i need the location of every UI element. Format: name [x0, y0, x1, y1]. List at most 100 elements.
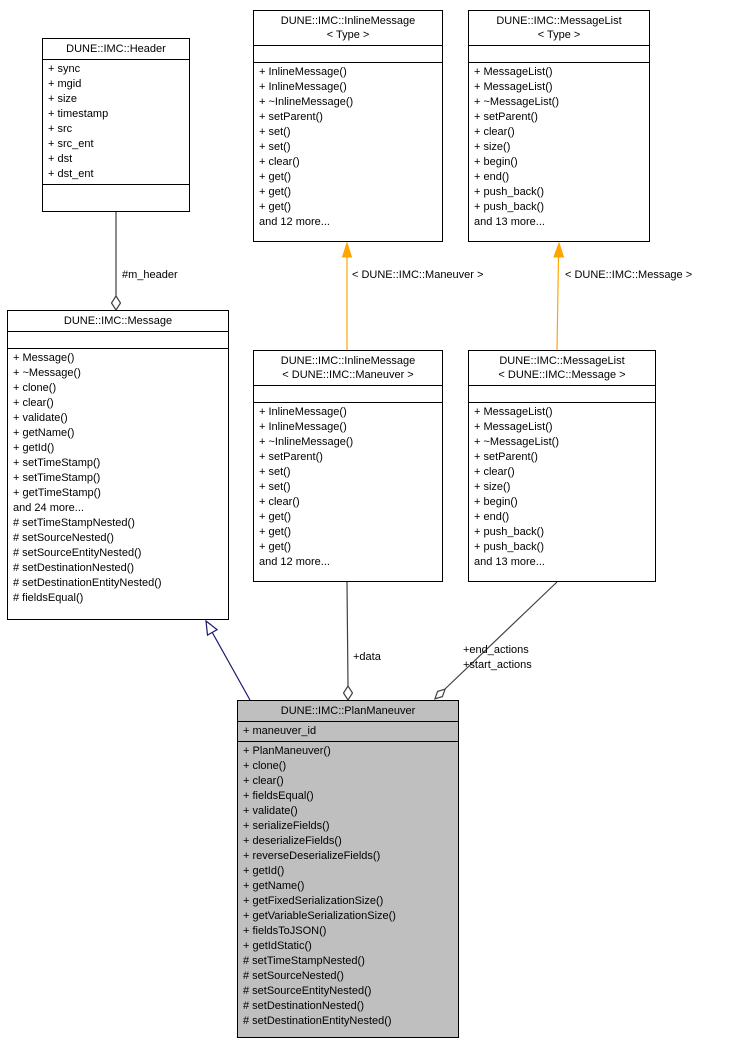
member-row: + get() — [259, 526, 292, 538]
member-row: + get() — [259, 541, 292, 553]
class-title[interactable]: DUNE::IMC::Message — [8, 311, 228, 332]
class-box-message-list-message[interactable]: DUNE::IMC::MessageList < DUNE::IMC::Mess… — [468, 350, 656, 582]
class-title[interactable]: DUNE::IMC::PlanManeuver — [238, 701, 458, 722]
class-fields — [254, 386, 442, 403]
class-fields — [469, 46, 649, 63]
member-row: + setTimeStamp() — [13, 472, 101, 484]
class-title[interactable]: DUNE::IMC::InlineMessage < DUNE::IMC::Ma… — [254, 351, 442, 386]
member-row: + getTimeStamp() — [13, 487, 101, 499]
member-row: and 12 more... — [259, 216, 330, 228]
member-row: + get() — [259, 511, 292, 523]
member-row: + validate() — [243, 805, 298, 817]
member-row: + ~MessageList() — [474, 96, 559, 108]
member-row: + set() — [259, 126, 291, 138]
member-row: + Message() — [13, 352, 75, 364]
member-row: + begin() — [474, 156, 518, 168]
member-row: + push_back() — [474, 186, 545, 198]
member-row: + reverseDeserializeFields() — [243, 850, 381, 862]
member-row: # fieldsEqual() — [13, 592, 84, 604]
member-row: + MessageList() — [474, 421, 553, 433]
class-methods: + PlanManeuver()+ clone()+ clear()+ fiel… — [238, 742, 458, 1037]
member-row: + deserializeFields() — [243, 835, 342, 847]
member-row: and 24 more... — [13, 502, 84, 514]
member-row: + ~MessageList() — [474, 436, 559, 448]
member-row: + InlineMessage() — [259, 421, 347, 433]
class-fields — [469, 386, 655, 403]
edge-label-end-actions: +end_actions — [463, 644, 529, 656]
edge-label-data: +data — [353, 651, 381, 663]
member-row: + get() — [259, 171, 292, 183]
template-arrowhead-message-list — [553, 241, 565, 258]
member-row: + maneuver_id — [243, 725, 317, 737]
class-box-inline-message-type[interactable]: DUNE::IMC::InlineMessage < Type > + Inli… — [253, 10, 443, 242]
member-row: # setDestinationEntityNested() — [13, 577, 162, 589]
member-row: # setTimeStampNested() — [243, 955, 365, 967]
edge-label-template-maneuver: < DUNE::IMC::Maneuver > — [352, 269, 484, 281]
member-row: + size() — [474, 481, 511, 493]
member-row: + src — [48, 123, 73, 135]
member-row: + clear() — [259, 496, 300, 508]
class-box-inline-message-maneuver[interactable]: DUNE::IMC::InlineMessage < DUNE::IMC::Ma… — [253, 350, 443, 582]
aggregation-diamond-m-header — [110, 294, 122, 312]
member-row: + set() — [259, 141, 291, 153]
class-title[interactable]: DUNE::IMC::Header — [43, 39, 189, 60]
class-fields — [8, 332, 228, 349]
member-row: + setParent() — [259, 451, 323, 463]
class-methods: + MessageList()+ MessageList()+ ~Message… — [469, 403, 655, 581]
member-row: + push_back() — [474, 526, 545, 538]
edge-label-m-header: #m_header — [122, 269, 178, 281]
member-row: # setTimeStampNested() — [13, 517, 135, 529]
member-row: + clear() — [243, 775, 284, 787]
member-row: + ~InlineMessage() — [259, 436, 354, 448]
member-row: + getId() — [13, 442, 55, 454]
member-row: + size — [48, 93, 78, 105]
member-row: + dst_ent — [48, 168, 94, 180]
member-row: + clear() — [474, 466, 515, 478]
member-row: + InlineMessage() — [259, 81, 347, 93]
member-row: and 12 more... — [259, 556, 330, 568]
member-row: + push_back() — [474, 201, 545, 213]
member-row: + getName() — [13, 427, 75, 439]
member-row: + MessageList() — [474, 81, 553, 93]
member-row: # setSourceEntityNested() — [243, 985, 372, 997]
member-row: + clear() — [13, 397, 54, 409]
template-arrowhead-inline-message — [341, 241, 353, 258]
member-row: + end() — [474, 511, 510, 523]
class-methods: + InlineMessage() + InlineMessage() + ~Inl… — [254, 403, 442, 581]
class-title[interactable]: DUNE::IMC::MessageList < Type > — [469, 11, 649, 46]
member-row: + setParent() — [259, 111, 323, 123]
member-row: + sync — [48, 63, 81, 75]
aggregation-edge-actions — [444, 581, 558, 690]
class-box-message[interactable]: DUNE::IMC::Message + Message()+ ~Message… — [7, 310, 229, 620]
member-row: + set() — [259, 466, 291, 478]
member-row: # setDestinationNested() — [243, 1000, 365, 1012]
member-row: + get() — [259, 201, 292, 213]
class-box-plan-maneuver[interactable]: DUNE::IMC::PlanManeuver + maneuver_id + … — [237, 700, 459, 1038]
member-row: and 13 more... — [474, 556, 545, 568]
class-box-message-list-type[interactable]: DUNE::IMC::MessageList < Type > + Messag… — [468, 10, 650, 242]
class-title[interactable]: DUNE::IMC::MessageList < DUNE::IMC::Mess… — [469, 351, 655, 386]
class-methods — [43, 185, 189, 211]
member-row: + getId() — [243, 865, 285, 877]
member-row: + clear() — [259, 156, 300, 168]
member-row: # setDestinationEntityNested() — [243, 1015, 392, 1027]
aggregation-diamond-actions — [433, 688, 447, 700]
aggregation-diamond-data — [342, 684, 354, 702]
member-row: + MessageList() — [474, 66, 553, 78]
member-row: + mgid — [48, 78, 82, 90]
member-row: + InlineMessage() — [259, 406, 347, 418]
member-row: + getFixedSerializationSize() — [243, 895, 384, 907]
class-methods: + Message()+ ~Message()+ clone()+ clear(… — [8, 349, 228, 619]
class-box-header[interactable]: DUNE::IMC::Header + sync+ mgid+ size+ ti… — [42, 38, 190, 212]
member-row: + InlineMessage() — [259, 66, 347, 78]
member-row: and 13 more... — [474, 216, 545, 228]
member-row: + clear() — [474, 126, 515, 138]
member-row: + fieldsToJSON() — [243, 925, 327, 937]
class-title[interactable]: DUNE::IMC::InlineMessage < Type > — [254, 11, 442, 46]
member-row: + getName() — [243, 880, 305, 892]
member-row: + validate() — [13, 412, 68, 424]
member-row: + fieldsEqual() — [243, 790, 314, 802]
aggregation-edge-data — [346, 581, 349, 687]
class-methods: + InlineMessage()+ InlineMessage()+ ~Inl… — [254, 63, 442, 241]
